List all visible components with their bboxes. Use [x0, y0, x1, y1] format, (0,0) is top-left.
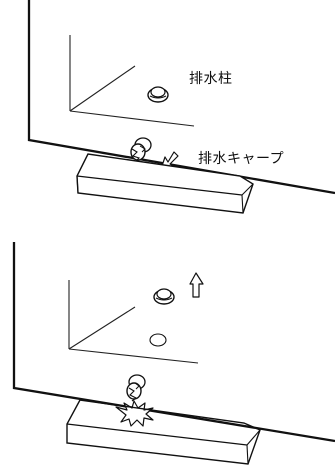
arrow-up-icon: [189, 272, 204, 298]
drain-pillar-removed-icon: [153, 288, 175, 305]
drain-cap-bottom-icon: [126, 374, 146, 402]
drain-cap-label: 排水キャープ: [198, 151, 285, 167]
drain-tray: [76, 153, 254, 214]
diagram-top-svg: [27, 0, 335, 214]
cabinet-front-edge-bottom: [12, 242, 335, 443]
diagram-panel-bottom: [0, 234, 335, 468]
water-splash-icon: [115, 400, 154, 427]
cabinet-inner-corner-bottom: [68, 280, 199, 364]
drain-pillar-label: 排水柱: [189, 71, 233, 87]
drain-cap-icon: [130, 137, 152, 163]
drain-hole: [149, 333, 167, 347]
cabinet-inner-corner: [69, 35, 195, 127]
drain-tray-bottom: [66, 399, 261, 465]
diagram-panel-top: 排水柱 排水キャープ: [27, 0, 335, 214]
diagram-bottom-svg: [12, 242, 335, 465]
cabinet-front-edge: [27, 0, 335, 195]
drain-pillar-icon: [147, 86, 169, 103]
